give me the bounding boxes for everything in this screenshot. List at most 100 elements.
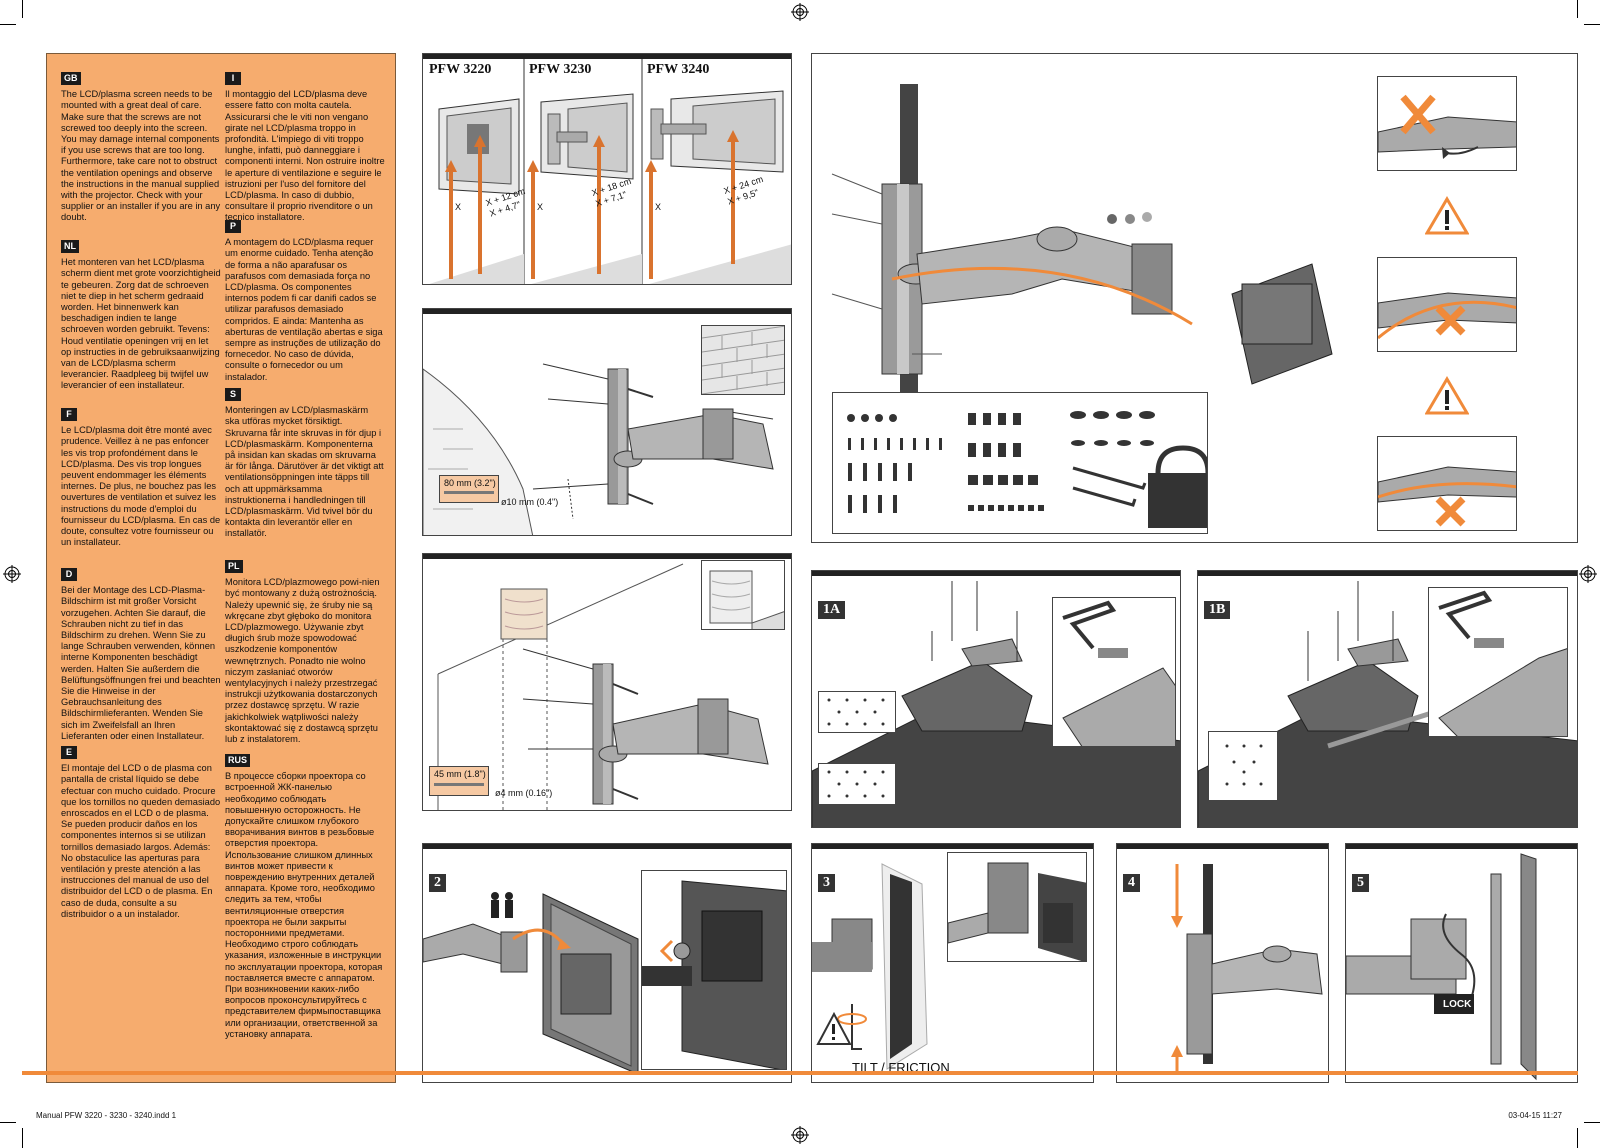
text-block-gb: GB The LCD/plasma screen needs to be mou… (61, 72, 221, 224)
step-3-illustration (812, 863, 928, 1070)
panel-bar (423, 54, 791, 59)
wood-wall-illustration (437, 563, 769, 810)
instruction-text: Monitora LCD/plazmowego powi-nien być mo… (225, 577, 380, 745)
brick-wall-illustration (423, 363, 774, 535)
panel-bar (1117, 844, 1328, 849)
language-tag: NL (61, 240, 79, 254)
warning-inset-1 (1377, 76, 1517, 171)
step-2-panel: 2 (422, 843, 792, 1083)
registration-mark-icon (791, 1126, 809, 1144)
warning-inset-2 (1377, 257, 1517, 352)
vesa-hole-pattern-icon (827, 770, 885, 798)
footer-divider (22, 1071, 1578, 1075)
vesa-hole-pattern-icon (1225, 744, 1263, 786)
text-block-nl: NL Het monteren van het LCD/plasma scher… (61, 240, 221, 392)
tilt-bracket-detail (948, 862, 1086, 961)
panel-bar (423, 844, 791, 849)
language-tag: D (61, 568, 77, 582)
vesa-hole-pattern-icon (827, 698, 885, 726)
step-number: 1A (818, 601, 846, 619)
panel-bar (1346, 844, 1577, 849)
language-tag: S (225, 388, 241, 402)
language-tag: PL (225, 560, 243, 574)
panel-bar (812, 844, 1093, 849)
crop-mark (1584, 1122, 1600, 1123)
language-tag: F (61, 408, 77, 422)
crop-mark (0, 1122, 16, 1123)
step-4-illustration (1171, 864, 1323, 1074)
instruction-text: The LCD/plasma screen needs to be mounte… (61, 89, 221, 223)
brick-texture-icon (702, 326, 784, 394)
allen-key-inset (1052, 597, 1176, 747)
step-number: 2 (429, 874, 446, 892)
crop-mark (1577, 1128, 1578, 1148)
drill-diameter-label: ø10 mm (0.4") (501, 497, 559, 507)
step-5-illustration (1346, 853, 1537, 1081)
two-person-icon (491, 892, 513, 918)
step-number: 3 (818, 874, 835, 892)
crop-mark (22, 1128, 23, 1148)
text-block-rus: RUS В процессе сборки проектора со встро… (225, 754, 385, 1040)
instruction-text: Il montaggio del LCD/plasma deve essere … (225, 89, 385, 223)
text-block-d: D Bei der Montage des LCD-Plasma-Bildsch… (61, 568, 221, 742)
drill-depth-label: 45 mm (1.8") (434, 769, 486, 779)
step-number: 5 (1352, 874, 1369, 892)
wood-wall-panel: 45 mm (1.8") ø4 mm (0.16") (422, 553, 792, 811)
drill-depth-box: 45 mm (1.8") (429, 766, 489, 796)
instruction-text: В процессе сборки проектора со встроенно… (225, 771, 383, 1039)
panel-bar (423, 309, 791, 314)
language-tag: GB (61, 72, 81, 86)
x-label: X (455, 202, 462, 212)
drill-depth-label: 80 mm (3.2") (444, 478, 496, 488)
parts-list-box (832, 392, 1208, 534)
cable-route-wrong-illustration (1378, 292, 1516, 340)
panel-bar (1198, 571, 1577, 576)
panel-bar (423, 554, 791, 559)
footer-file-name: Manual PFW 3220 - 3230 - 3240.indd 1 (36, 1111, 177, 1120)
instruction-text: El montaje del LCD o de plasma con panta… (61, 763, 221, 919)
warning-inset-3 (1377, 436, 1517, 531)
instruction-text: Het monteren van het LCD/plasma scherm d… (61, 257, 221, 391)
model-name: PFW 3240 (647, 62, 710, 77)
warning-triangle-icon (1425, 376, 1469, 415)
instruction-text: A montagem do LCD/plasma requer um enorm… (225, 237, 383, 382)
registration-mark-icon (3, 565, 21, 583)
vesa-pattern-small (818, 691, 896, 733)
text-block-pl: PL Monitora LCD/plazmowego powi-nien być… (225, 560, 385, 745)
text-block-i: I Il montaggio del LCD/plasma deve esser… (225, 72, 385, 224)
wood-inset (701, 560, 785, 630)
instruction-text: Le LCD/plasma doit être monté avec prude… (61, 425, 221, 548)
cable-clip-wrong-illustration (1378, 94, 1516, 159)
step-2-illustration (423, 892, 639, 1075)
step-3-inset (947, 852, 1087, 962)
model-height-panel: PFW 3220 PFW 3230 PFW 3240 X X + 12 cm X… (422, 53, 792, 285)
safety-instructions-panel: GB The LCD/plasma screen needs to be mou… (46, 53, 396, 1083)
step-1a-panel: 1A (811, 570, 1181, 828)
step-4-panel: 4 (1116, 843, 1329, 1083)
text-block-p: P A montagem do LCD/plasma requer um eno… (225, 220, 385, 383)
assembly-overview-panel (811, 53, 1578, 543)
crop-mark (0, 24, 16, 25)
language-tag: P (225, 220, 241, 234)
language-tag: I (225, 72, 241, 86)
instruction-text: Monteringen av LCD/plasmaskärm ska utför… (225, 405, 384, 539)
brick-wall-panel: 80 mm (3.2") ø10 mm (0.4") (422, 308, 792, 536)
text-block-s: S Monteringen av LCD/plasmaskärm ska utf… (225, 388, 385, 540)
model-name: PFW 3220 (429, 62, 492, 77)
cable-route-wrong-illustration (1378, 466, 1516, 527)
hook-bracket-detail (642, 880, 786, 1069)
model-height-illustration (429, 59, 791, 284)
brick-inset (701, 325, 785, 395)
drill-diameter-label: ø4 mm (0.16") (495, 788, 553, 798)
x-label: X (537, 202, 544, 212)
step-3-panel: 3 TILT / FRICTION (811, 843, 1094, 1083)
allen-key-detail (1062, 600, 1175, 746)
step-5-panel: 5 LOCK (1345, 843, 1578, 1083)
step-2-inset (641, 870, 787, 1070)
hardware-parts-illustration (847, 411, 1207, 528)
crop-mark (22, 0, 23, 18)
step-1b-panel: 1B (1197, 570, 1578, 828)
allen-key-inset (1428, 587, 1568, 737)
exploded-assembly-illustration (831, 84, 1333, 394)
lock-label: LOCK (1443, 999, 1472, 1010)
